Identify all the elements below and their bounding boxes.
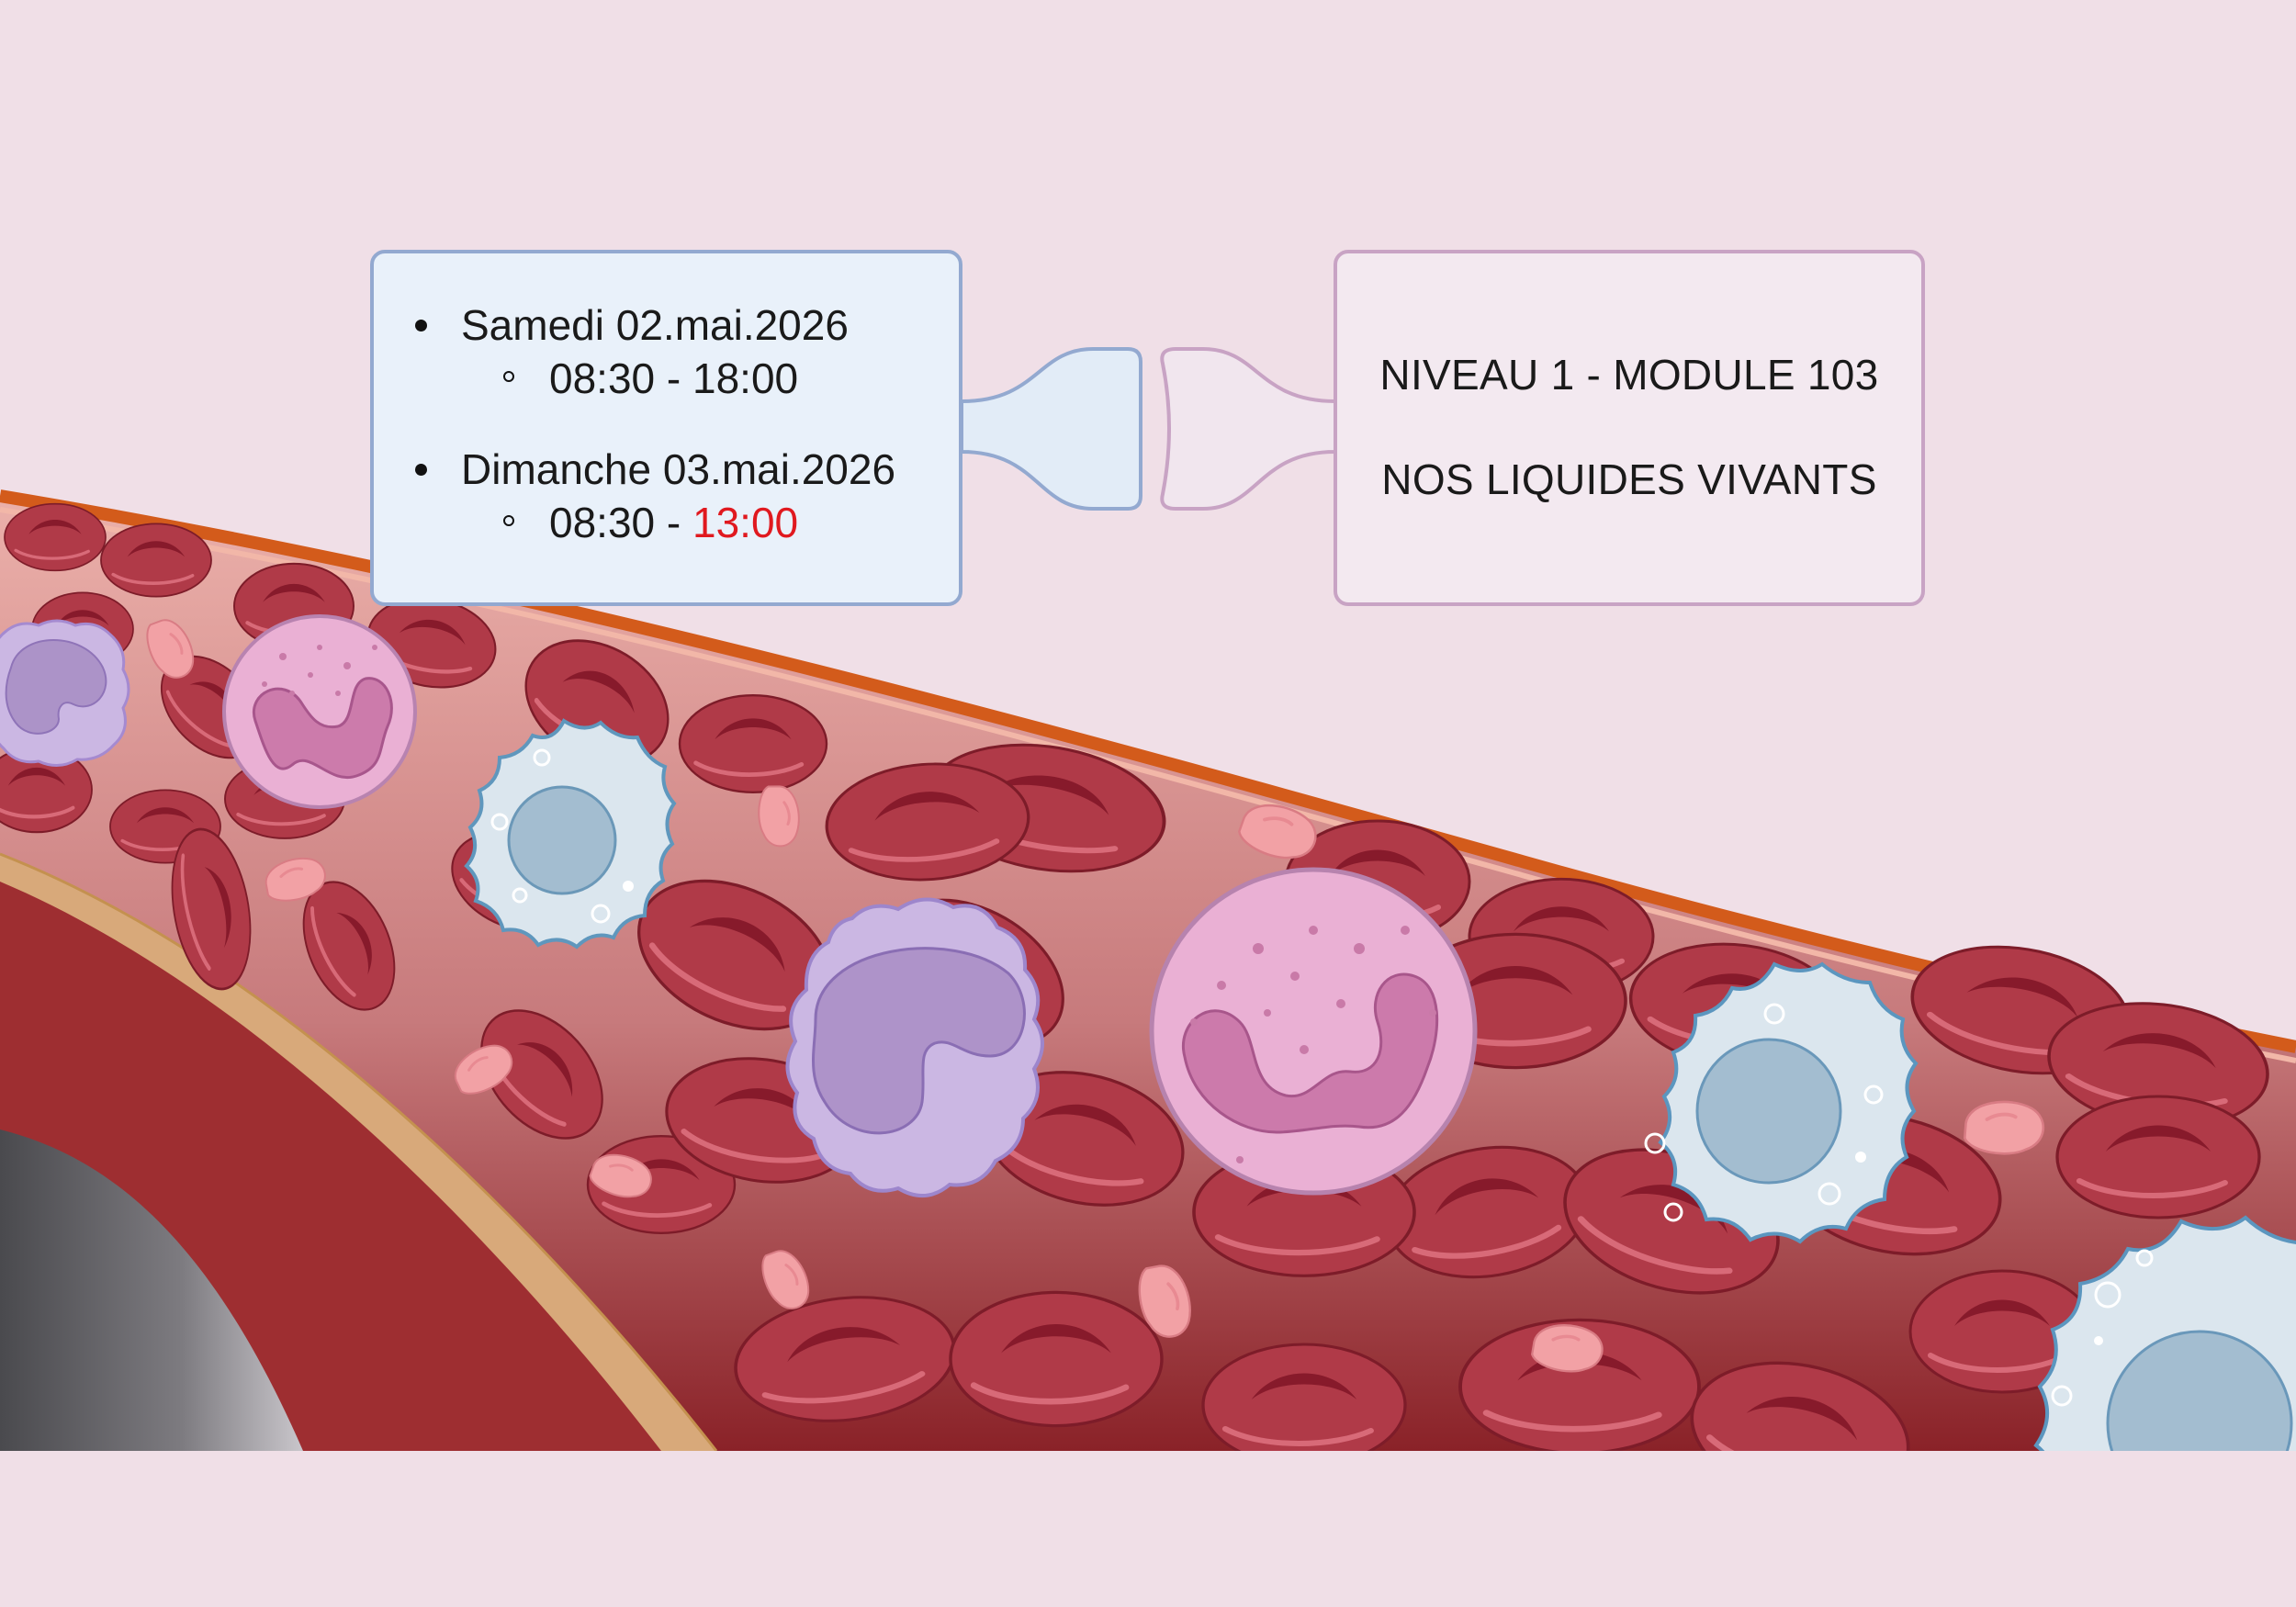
schedule-card: Samedi 02.mai.2026 08:30 - 18:00 Dimanch…: [370, 250, 962, 606]
eosinophil-small: [222, 614, 417, 809]
lymphocyte-large: [2033, 1215, 2296, 1451]
title-connector: [1160, 347, 1337, 511]
monocyte-small: [0, 619, 130, 767]
schedule-connector: [960, 347, 1142, 511]
lymphocyte-small: [464, 718, 677, 950]
lymphocyte-medium: [1644, 961, 1919, 1244]
course-name: NOS LIQUIDES VIVANTS: [1381, 455, 1877, 503]
schedule-day-1: Samedi 02.mai.2026: [415, 301, 849, 349]
course-title-card: NIVEAU 1 - MODULE 103 NOS LIQUIDES VIVAN…: [1334, 250, 1925, 606]
eosinophil-large: [1149, 867, 1478, 1196]
schedule-time-1: 08:30 - 18:00: [502, 354, 799, 402]
schedule-day-2: Dimanche 03.mai.2026: [414, 445, 896, 493]
monocyte-large: [785, 897, 1044, 1198]
schedule-time-2: 08:30 - 13:00: [502, 499, 799, 546]
course-level: NIVEAU 1 - MODULE 103: [1379, 351, 1879, 399]
highlighted-end-time: 13:00: [692, 499, 799, 546]
